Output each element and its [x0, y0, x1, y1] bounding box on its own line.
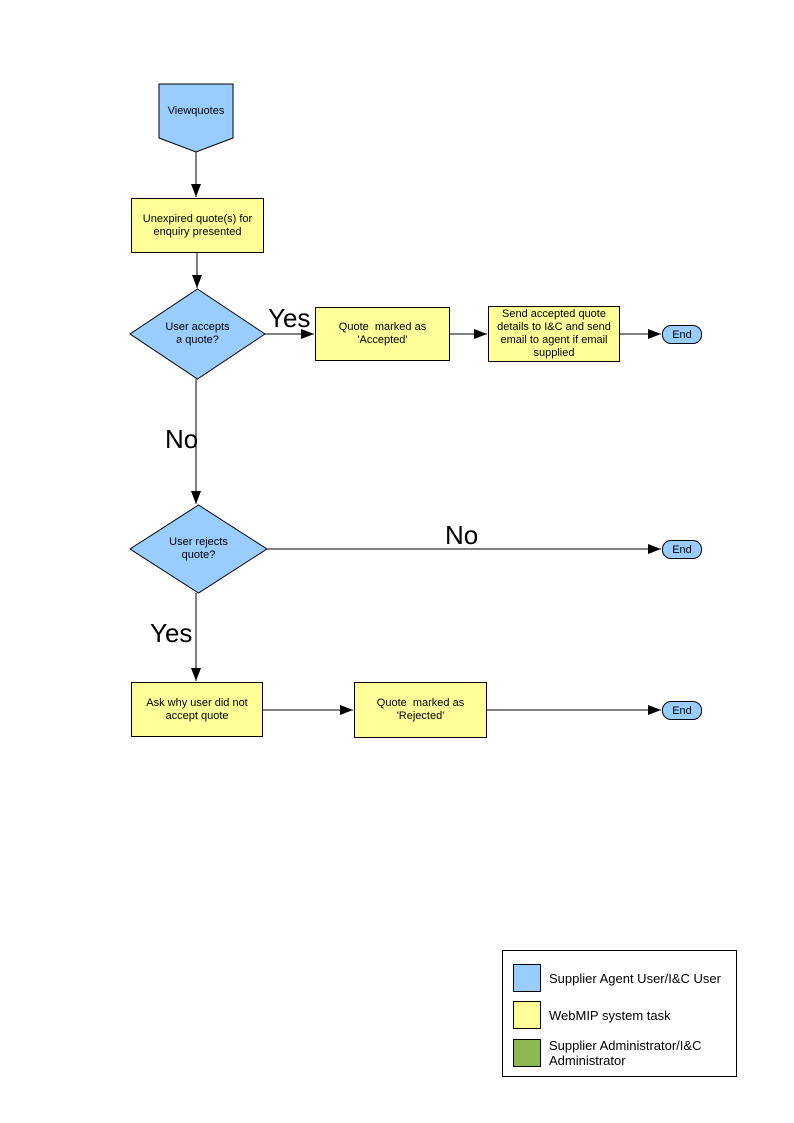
edge-label-accepts-no: No	[165, 424, 199, 454]
task-mark-rejected-label: Quote marked as 'Rejected'	[376, 697, 465, 722]
task-ask-why-label: Ask why user did not accept quote	[146, 696, 248, 722]
task-mark-accepted: Quote marked as 'Accepted'	[315, 307, 450, 361]
edge-label-rejects-no: No	[445, 520, 479, 550]
legend-box: Supplier Agent User/I&C User WebMIP syst…	[502, 950, 737, 1077]
legend-item-supplier-administrator: Supplier Administrator/I&C Administrator	[513, 1038, 731, 1068]
edge-label-accepts-yes: Yes	[268, 303, 311, 333]
task-ask-why: Ask why user did not accept quote	[131, 682, 263, 737]
task-mark-rejected: Quote marked as 'Rejected'	[354, 682, 487, 738]
decision-rejects-shape	[129, 504, 268, 594]
task-send-details: Send accepted quote details to I&C and s…	[488, 306, 620, 362]
edge-label-rejects-yes: Yes	[150, 618, 193, 648]
end-node-accept: End	[662, 325, 702, 344]
task-present-quotes: Unexpired quote(s) for enquiry presented	[131, 198, 264, 253]
legend-label-webmip-task: WebMIP system task	[549, 1007, 671, 1023]
decision-accepts-shape	[129, 288, 266, 380]
end-node-no-reject: End	[662, 540, 702, 559]
legend-item-webmip-task: WebMIP system task	[513, 1001, 731, 1029]
end-node-reject: End	[662, 701, 702, 720]
legend-swatch-yellow	[513, 1001, 541, 1029]
legend-label-supplier-administrator: Supplier Administrator/I&C Administrator	[549, 1038, 702, 1068]
task-send-details-label: Send accepted quote details to I&C and s…	[497, 308, 611, 359]
task-mark-accepted-label: Quote marked as 'Accepted'	[338, 321, 427, 346]
start-node-shape	[158, 83, 234, 153]
task-present-quotes-label: Unexpired quote(s) for enquiry presented	[142, 212, 253, 238]
legend-item-supplier-agent-user: Supplier Agent User/I&C User	[513, 964, 731, 992]
end-node-reject-label: End	[672, 704, 692, 717]
legend-swatch-blue	[513, 964, 541, 992]
end-node-accept-label: End	[672, 328, 692, 341]
legend-swatch-green	[513, 1039, 541, 1067]
legend-label-supplier-agent-user: Supplier Agent User/I&C User	[549, 970, 721, 986]
end-node-no-reject-label: End	[672, 543, 692, 556]
